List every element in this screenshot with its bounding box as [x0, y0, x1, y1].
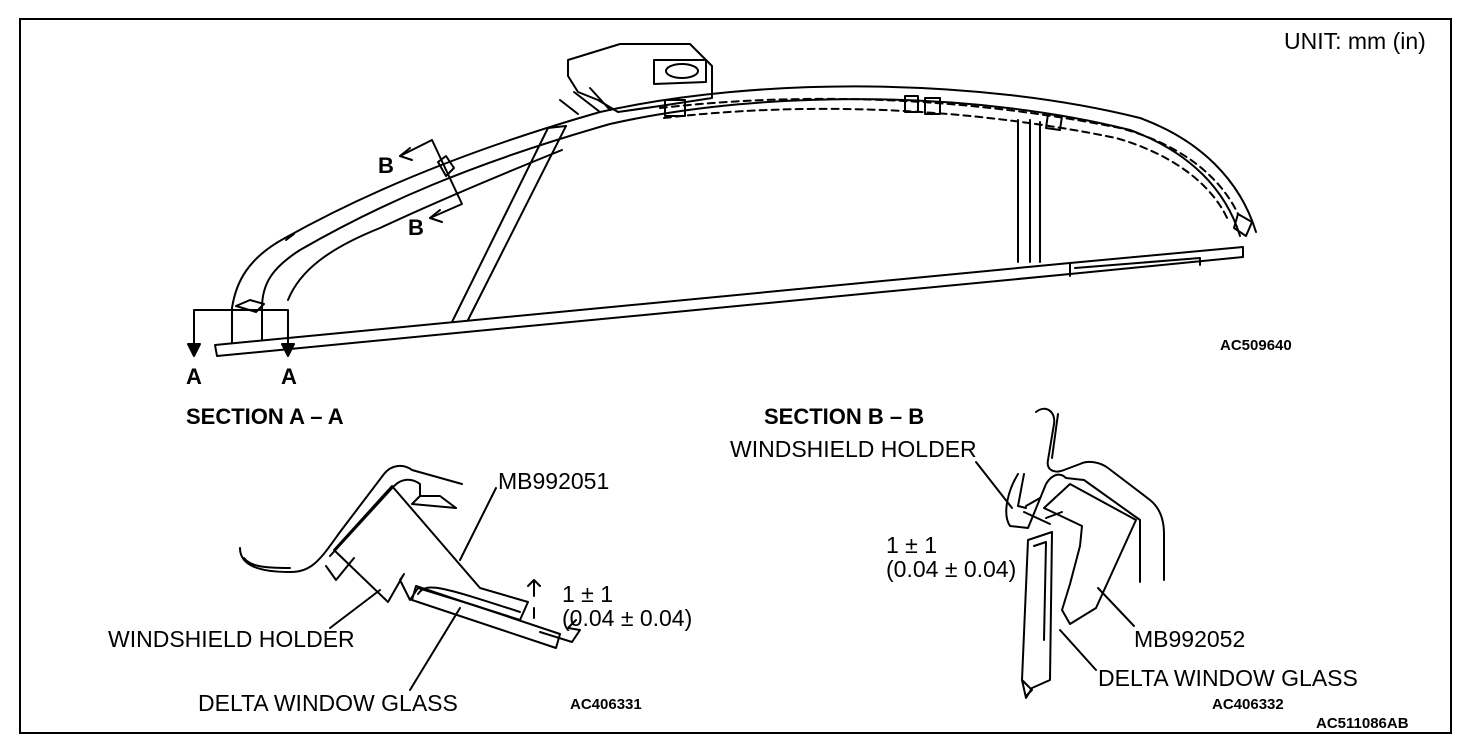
section-a-clearance: 1 ± 1: [562, 581, 613, 607]
cut-label-b-upper: B: [378, 153, 394, 178]
section-a-holder-label: WINDSHIELD HOLDER: [108, 626, 355, 652]
section-a-glass-label: DELTA WINDOW GLASS: [198, 690, 458, 716]
section-b-title: SECTION B – B: [764, 404, 925, 429]
figure-code-page: AC511086AB: [1316, 715, 1409, 732]
figure-code-section-b: AC406332: [1212, 696, 1284, 713]
door-frame-overview: [214, 43, 1257, 357]
section-a-detail: [239, 464, 581, 691]
section-b-detail: [975, 407, 1165, 699]
section-cut-markers: [187, 139, 463, 357]
section-a-clearance-in: (0.04 ± 0.04): [562, 605, 693, 631]
drawing-frame: [19, 18, 1452, 734]
section-a-title: SECTION A – A: [186, 404, 344, 429]
section-a-tool-label: MB992051: [498, 468, 610, 494]
cut-label-b-lower: B: [408, 215, 424, 240]
cut-label-a-right: A: [281, 364, 297, 389]
cut-label-a-left: A: [186, 364, 202, 389]
section-b-clearance: 1 ± 1: [886, 532, 937, 558]
unit-label: UNIT: mm (in): [1284, 28, 1426, 54]
figure-code-section-a: AC406331: [570, 696, 642, 713]
figure-code-overview: AC509640: [1220, 337, 1292, 354]
section-b-tool-label: MB992052: [1134, 626, 1246, 652]
section-b-glass-label: DELTA WINDOW GLASS: [1098, 665, 1358, 691]
section-b-holder-label: WINDSHIELD HOLDER: [730, 436, 977, 462]
section-b-clearance-in: (0.04 ± 0.04): [886, 556, 1017, 582]
